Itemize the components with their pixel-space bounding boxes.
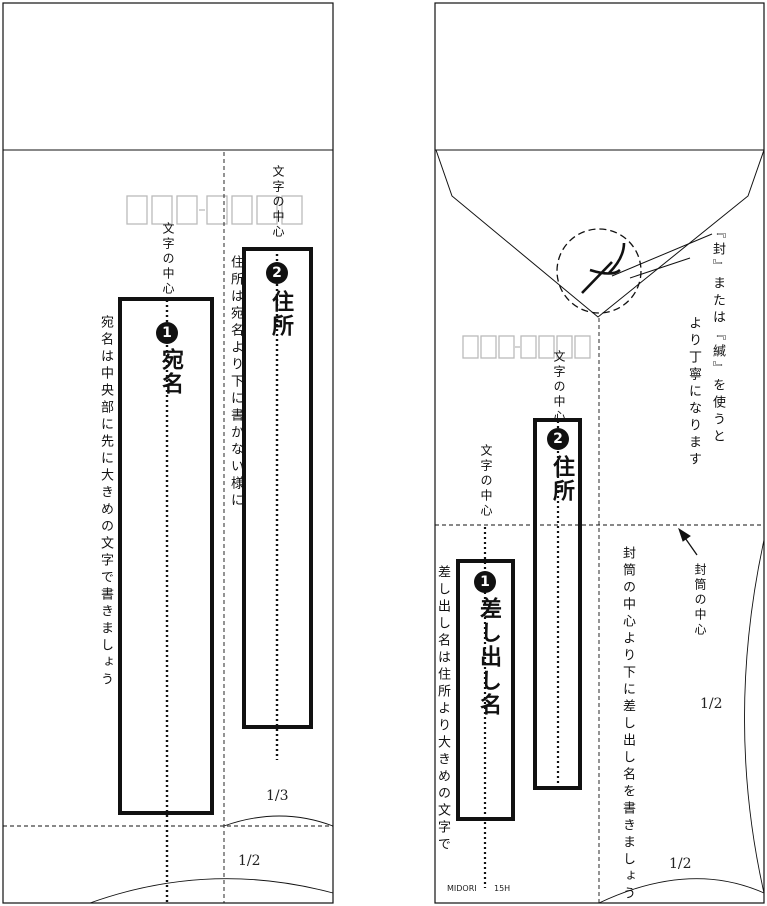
right-center-label-address: 文字の中心 [552,350,566,425]
left-fraction-half: 1/2 [238,853,261,869]
right-postal-code-boxes [462,335,591,359]
left-postal-code-boxes [126,195,303,225]
right-sender-label: 差し出し名 [476,597,502,717]
seal-mark-icon [581,242,626,294]
right-number-badge-1: 1 [474,571,496,593]
right-center-label-sender: 文字の中心 [479,444,493,519]
seal-note-line-2: より丁寧になります [686,316,701,469]
arrow-head-icon [678,527,691,542]
left-instruction-address: 住所は宛名より下に書かない様に [228,255,243,510]
right-envelope [434,2,765,904]
left-envelope [2,2,334,904]
right-fraction-half-lower: 1/2 [669,856,692,872]
brand-label: MIDORI [447,884,477,893]
model-label: 15H [494,884,511,893]
left-bottom-flap-curve [89,878,334,904]
left-name-label: 宛名 [158,348,184,396]
right-flap-v [435,149,765,318]
left-center-label-address: 文字の中心 [271,165,285,240]
envelope-center-label: 封筒の中心 [693,563,707,638]
seal-pointer-line-2 [629,257,691,279]
left-center-label-name: 文字の中心 [161,222,175,297]
left-envelope-outline [2,2,334,904]
left-number-badge-2: 2 [266,262,288,284]
right-number-badge-2: 2 [547,428,569,450]
right-instruction-sender: 差し出し名は住所より大きめの文字で [435,565,450,854]
right-side-curve [744,539,765,894]
left-name-box [118,297,214,815]
left-fraction-third: 1/3 [266,788,289,804]
left-inner-curve [223,815,334,827]
seal-note-line-1: 『封』または『緘』を使うと [710,225,725,446]
right-fraction-half-upper: 1/2 [700,696,723,712]
seal-circle [556,228,642,314]
seal-pointer-line-1 [611,233,713,277]
left-instruction-name: 宛名は中央部に先に大きめの文字で書きましょう [98,315,113,689]
left-address-label: 住所 [268,290,294,338]
right-address-label: 住所 [549,455,575,503]
left-number-badge-1: 1 [156,322,178,344]
right-bottom-flap-curve [598,878,765,904]
right-instruction-address: 封筒の中心より下に差し出し名を書きましょう [620,546,635,903]
